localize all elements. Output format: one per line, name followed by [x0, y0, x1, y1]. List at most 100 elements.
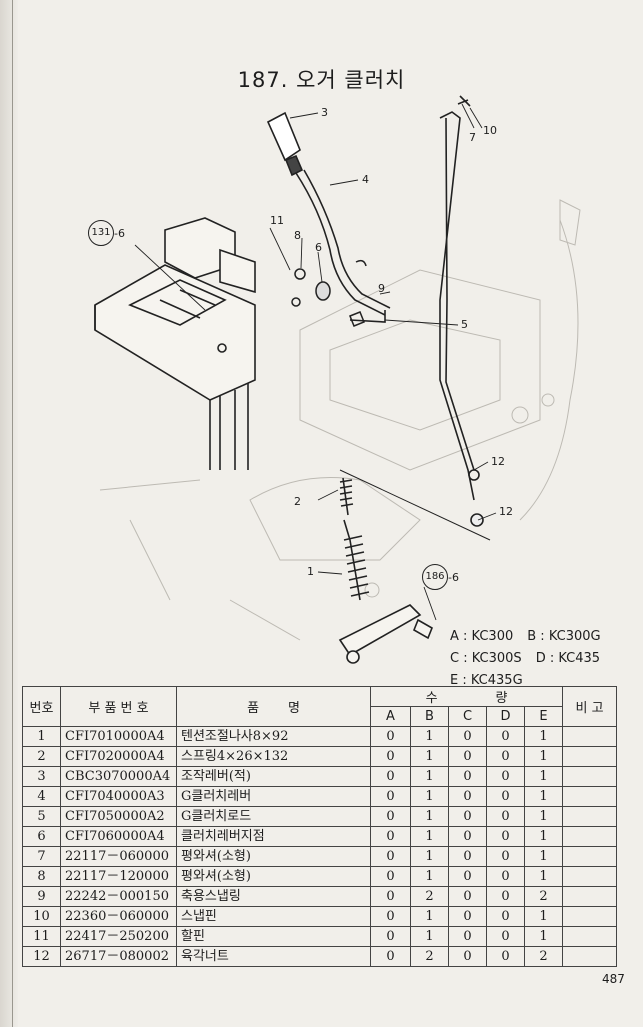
page-binding [0, 0, 18, 1027]
row-qty-b: 1 [410, 746, 449, 767]
header-quantity: 수 량 [369, 686, 564, 707]
row-qty-b: 1 [410, 806, 449, 827]
row-qty-c: 0 [448, 906, 487, 927]
legend-e: E : KC435G [450, 673, 523, 688]
callout-2: 2 [294, 495, 301, 508]
row-number: 2 [22, 746, 61, 767]
row-qty-b: 1 [410, 926, 449, 947]
row-part-number: 22117－120000 [60, 866, 177, 887]
row-qty-c: 0 [448, 886, 487, 907]
row-qty-d: 0 [486, 746, 525, 767]
reference-131-6: 131 -6 [88, 220, 125, 246]
callout-10: 10 [483, 124, 497, 137]
row-part-name: 평와셔(소형) [176, 866, 371, 887]
legend-c: C : KC300S [450, 651, 522, 666]
row-qty-c: 0 [448, 786, 487, 807]
row-part-name: 조작레버(적) [176, 766, 371, 787]
row-qty-a: 0 [370, 946, 411, 967]
small-hardware [291, 259, 367, 327]
row-qty-d: 0 [486, 726, 525, 747]
row-part-name: 스냅핀 [176, 906, 371, 927]
row-number: 7 [22, 846, 61, 867]
header-e: E [523, 706, 564, 727]
row-part-number: CFI7020000A4 [60, 746, 177, 767]
exploded-parts-diagram [94, 95, 581, 664]
row-qty-c: 0 [448, 766, 487, 787]
row-remark [562, 746, 618, 767]
callout-8: 8 [294, 229, 301, 242]
row-qty-d: 0 [486, 846, 525, 867]
row-qty-d: 0 [486, 806, 525, 827]
row-part-number: CBC3070000A4 [60, 766, 177, 787]
row-qty-d: 0 [486, 866, 525, 887]
row-number: 1 [22, 726, 61, 747]
row-number: 6 [22, 826, 61, 847]
reference-186-6: 186 -6 [422, 564, 459, 590]
page-title: 187. 오거 클러치 [237, 68, 406, 92]
clutch-rod-part-5 [439, 95, 475, 501]
row-qty-c: 0 [448, 806, 487, 827]
row-part-name: 할핀 [176, 926, 371, 947]
callout-9: 9 [378, 282, 385, 295]
header-c: C [448, 706, 487, 727]
row-number: 11 [22, 926, 61, 947]
row-qty-c: 0 [448, 826, 487, 847]
row-qty-b: 1 [410, 826, 449, 847]
row-qty-d: 0 [486, 906, 525, 927]
row-qty-e: 1 [523, 766, 564, 787]
row-qty-e: 1 [523, 746, 564, 767]
callout-12-upper: 12 [491, 455, 505, 468]
ref-186-suffix: -6 [448, 570, 459, 584]
row-number: 4 [22, 786, 61, 807]
row-qty-a: 0 [370, 906, 411, 927]
row-qty-e: 1 [523, 806, 564, 827]
row-part-number: 22417－250200 [60, 926, 177, 947]
row-qty-c: 0 [448, 926, 487, 947]
legend-a: A : KC300 [450, 629, 514, 644]
row-qty-b: 2 [410, 946, 449, 967]
row-number: 8 [22, 866, 61, 887]
row-qty-b: 1 [410, 786, 449, 807]
row-qty-e: 1 [523, 786, 564, 807]
row-qty-b: 2 [410, 886, 449, 907]
header-b: B [410, 706, 449, 727]
page-number: 487 [602, 972, 625, 986]
row-qty-b: 1 [410, 766, 449, 787]
row-qty-a: 0 [370, 846, 411, 867]
row-remark [562, 846, 618, 867]
row-qty-a: 0 [370, 746, 411, 767]
row-qty-d: 0 [486, 766, 525, 787]
callout-5: 5 [461, 318, 468, 331]
row-qty-a: 0 [370, 786, 411, 807]
row-part-number: CFI7060000A4 [60, 826, 177, 847]
row-remark [562, 726, 618, 747]
legend-row: A : KC300 B : KC300G [450, 626, 601, 648]
row-part-name: 평와셔(소형) [176, 846, 371, 867]
legend-row: E : KC435G [450, 670, 601, 692]
row-qty-e: 1 [523, 906, 564, 927]
row-qty-c: 0 [448, 746, 487, 767]
row-part-number: CFI7040000A3 [60, 786, 177, 807]
row-part-number: 22117－060000 [60, 846, 177, 867]
callout-6: 6 [315, 241, 322, 254]
lever-part-3-4 [266, 111, 391, 323]
callout-4: 4 [362, 173, 369, 186]
callout-11: 11 [270, 214, 284, 227]
ref-131-circle: 131 [88, 220, 114, 246]
row-qty-d: 0 [486, 926, 525, 947]
row-qty-b: 1 [410, 846, 449, 867]
row-qty-e: 1 [523, 726, 564, 747]
row-qty-d: 0 [486, 826, 525, 847]
row-qty-a: 0 [370, 806, 411, 827]
row-part-name: 축용스냅링 [176, 886, 371, 907]
row-qty-c: 0 [448, 846, 487, 867]
